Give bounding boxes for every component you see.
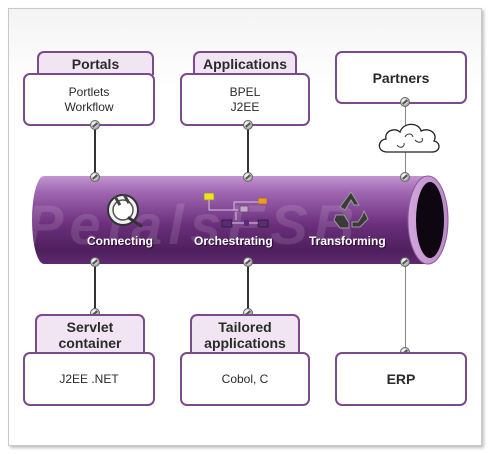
partners-box: Partners (335, 51, 467, 104)
connector-portals-top (90, 120, 100, 130)
stage-transforming: Transforming (309, 234, 386, 248)
portals-line-2: Workflow (64, 99, 114, 114)
connector-line-erp (405, 262, 406, 352)
stage-connecting: Connecting (87, 234, 153, 248)
erp-box: ERP (335, 352, 467, 406)
connector-line-servlet (94, 262, 96, 314)
connector-partners-top (400, 97, 410, 107)
connector-line-portals (94, 124, 96, 178)
cloud-icon (378, 123, 440, 153)
connector-portals-bus (90, 172, 100, 182)
portals-line-1: Portlets (68, 84, 110, 99)
applications-title: Applications (202, 56, 287, 72)
connector-applications-bus (243, 172, 253, 182)
tailored-body: Cobol, C (221, 371, 269, 386)
applications-tab: Applications (193, 51, 297, 75)
applications-box: BPEL J2EE (180, 73, 310, 126)
servlet-box: J2EE .NET (23, 352, 155, 406)
stage-orchestrating: Orchestrating (194, 234, 273, 248)
portals-title: Portals (71, 56, 120, 72)
bus-watermark: PetalsESB (26, 193, 360, 256)
connector-partners-bus (400, 172, 410, 182)
partners-title: Partners (372, 69, 430, 86)
servlet-tab: Servlet container (35, 314, 145, 354)
applications-line-1: BPEL (229, 84, 261, 99)
tailored-tab: Tailored applications (190, 314, 300, 354)
recycle-icon (333, 191, 369, 229)
connector-erp-bus (400, 257, 410, 267)
bus-end-hole (416, 182, 444, 258)
tailored-title-line-2: applications (204, 335, 286, 351)
servlet-title-line-2: container (58, 335, 122, 351)
plug-icon (107, 193, 143, 228)
connector-applications-top (243, 120, 253, 130)
erp-title: ERP (386, 371, 416, 387)
portals-tab: Portals (37, 51, 154, 75)
servlet-title-line-1: Servlet (66, 319, 114, 335)
workflow-icon (203, 192, 269, 228)
tailored-title-line-1: Tailored (218, 319, 272, 335)
connector-tailored-bus (243, 257, 253, 267)
connector-line-tailored (247, 262, 249, 314)
applications-line-2: J2EE (230, 99, 260, 114)
tailored-box: Cobol, C (180, 352, 310, 406)
portals-box: Portlets Workflow (23, 73, 155, 126)
connector-servlet-bus (90, 257, 100, 267)
connector-line-applications (247, 124, 249, 178)
servlet-body: J2EE .NET (59, 371, 119, 386)
